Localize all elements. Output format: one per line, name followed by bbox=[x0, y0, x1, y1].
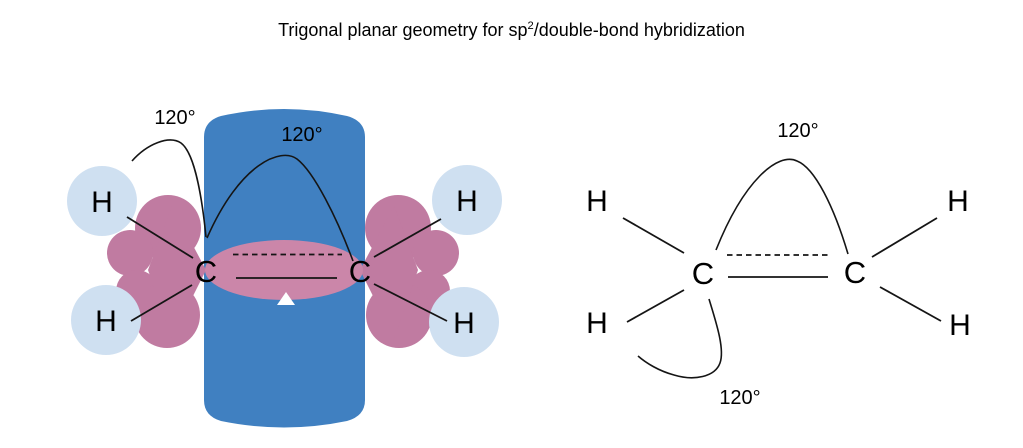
hydrogen-atom-top-left bbox=[67, 166, 137, 236]
ch-bond-top-right bbox=[373, 218, 442, 258]
hydrogen-label: H bbox=[949, 309, 971, 342]
sigma-ellipse-notch bbox=[277, 292, 295, 305]
hydrogen-label: H bbox=[947, 185, 969, 218]
hydrogen-atom-bottom-right bbox=[429, 287, 499, 357]
sp2-lobe-bump-right-1 bbox=[413, 230, 459, 276]
angle-label: 120° bbox=[777, 120, 818, 142]
carbon-label: C bbox=[844, 255, 866, 290]
angle-arc-bottom bbox=[637, 298, 723, 379]
hydrogen-label: H bbox=[456, 185, 478, 218]
hydrogen-label: H bbox=[453, 307, 475, 340]
hydrogen-label: H bbox=[586, 307, 608, 340]
diagram-title: Trigonal planar geometry for sp2/double-… bbox=[0, 15, 1023, 41]
angle-arc-top bbox=[715, 158, 849, 255]
sp2-lobe-tip-right bbox=[360, 206, 418, 338]
angle-label: 120° bbox=[281, 124, 322, 146]
hydrogen-atom-top-right bbox=[432, 165, 502, 235]
hydrogen-label: H bbox=[91, 186, 113, 219]
angle-arc-hch bbox=[131, 139, 207, 238]
hydrogen-atom-bottom-left bbox=[71, 285, 141, 355]
angle-label: 120° bbox=[154, 107, 195, 129]
ch-bond-bottom-left bbox=[626, 289, 685, 323]
sp2-lobe-bump-left-1 bbox=[107, 230, 153, 276]
hydrogen-label: H bbox=[95, 305, 117, 338]
ch-bond-bottom-right bbox=[879, 286, 942, 322]
sigma-bond-ellipse bbox=[205, 240, 363, 300]
orbital-model: C C H H H H 120° 120° bbox=[67, 107, 502, 428]
hydrogen-label: H bbox=[586, 185, 608, 218]
ch-bond-top-left bbox=[126, 216, 194, 259]
ch-bond-bottom-left bbox=[130, 284, 193, 322]
carbon-label: C bbox=[692, 256, 714, 291]
angle-arc-pi bbox=[206, 154, 354, 262]
sp2-lobes-right-carbon bbox=[360, 195, 459, 348]
ch-bond-top-right bbox=[871, 217, 938, 258]
title-text: Trigonal planar geometry for sp bbox=[278, 20, 528, 40]
carbon-label: C bbox=[195, 254, 217, 289]
title-superscript: 2 bbox=[527, 20, 534, 32]
ch-bond-bottom-right bbox=[373, 283, 448, 322]
carbon-label: C bbox=[349, 254, 371, 289]
ch-bond-top-left bbox=[622, 217, 685, 254]
angle-label: 120° bbox=[719, 387, 760, 409]
title-text-after: /double-bond hybridization bbox=[533, 20, 745, 40]
skeletal-model: C C H H H H 120° 120° bbox=[586, 120, 971, 409]
